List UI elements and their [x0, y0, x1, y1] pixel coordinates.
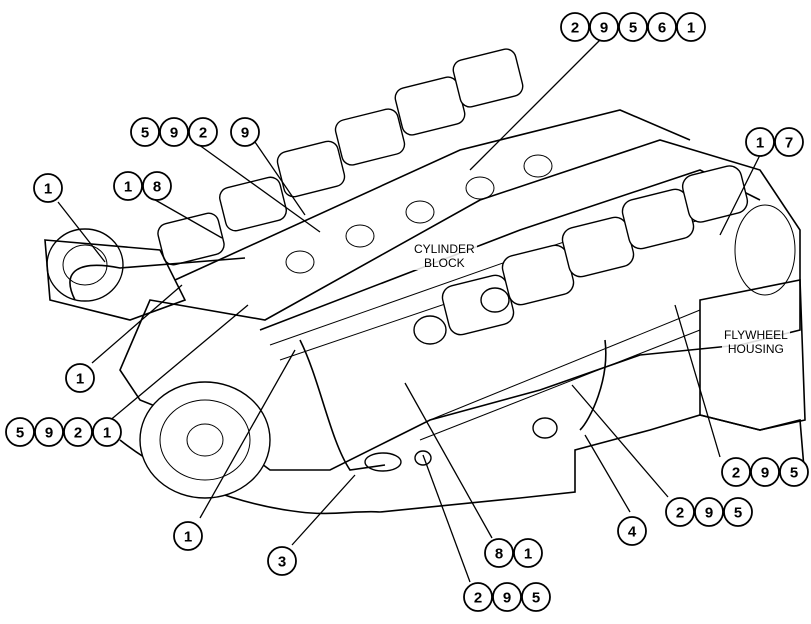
callout-digit: 8 [153, 179, 161, 196]
callout-circle [676, 12, 706, 42]
callout-digit: 8 [495, 546, 503, 563]
callout-digit: 9 [45, 425, 53, 442]
callout-circle [647, 12, 677, 42]
callout-circle [774, 127, 804, 157]
callout-4: 4 [617, 516, 647, 546]
callout-digit: 1 [524, 546, 532, 563]
callout-circle [513, 538, 543, 568]
callout-digit: 1 [184, 529, 192, 546]
callout-295-right: 2 9 5 [721, 457, 809, 487]
callout-digit: 5 [629, 20, 637, 37]
callout-circle [142, 171, 172, 201]
callout-circle [230, 117, 260, 147]
engine-silhouette [44, 48, 806, 515]
callout-circle [665, 497, 695, 527]
callout-circle [173, 521, 203, 551]
flywheel-housing-label: FLYWHEEL HOUSING [722, 328, 790, 356]
callout-circle [560, 12, 590, 42]
callout-digit: 5 [532, 590, 540, 607]
callout-circle [723, 497, 753, 527]
callout-9: 9 [230, 117, 260, 147]
callout-digit: 2 [199, 125, 207, 142]
callout-circle [34, 417, 64, 447]
callout-digit: 1 [103, 425, 111, 442]
callout-circle [779, 457, 809, 487]
callout-circle [618, 12, 648, 42]
callout-digit: 9 [170, 125, 178, 142]
callout-digit: 4 [628, 524, 637, 541]
callout-circle [33, 173, 63, 203]
callout-circle [113, 171, 143, 201]
callout-digit: 9 [503, 590, 511, 607]
callout-digit: 6 [658, 20, 666, 37]
callout-5921: 5 9 2 1 [5, 417, 122, 447]
callout-digit: 5 [734, 505, 742, 522]
callout-digit: 2 [474, 590, 482, 607]
cylinder-block-label-line1: CYLINDER [414, 242, 475, 256]
flywheel-housing-label-line1: FLYWHEEL [724, 328, 788, 342]
callout-circle [721, 457, 751, 487]
callout-295-bottom: 2 9 5 [463, 582, 551, 612]
callout-circle [92, 417, 122, 447]
callout-digit: 1 [756, 135, 764, 152]
callout-circle [745, 127, 775, 157]
callout-digit: 5 [790, 465, 798, 482]
callout-29561: 2 9 5 6 1 [560, 12, 706, 42]
callout-circle [130, 117, 160, 147]
callout-592-top: 5 9 2 [130, 117, 218, 147]
callout-circle [694, 497, 724, 527]
callout-circle [5, 417, 35, 447]
callout-circle [188, 117, 218, 147]
callout-digit: 7 [785, 135, 793, 152]
callout-digit: 9 [705, 505, 713, 522]
callout-digit: 2 [732, 465, 740, 482]
callout-digit: 3 [278, 554, 286, 571]
callout-digit: 2 [74, 425, 82, 442]
callout-1-topleft: 1 [33, 173, 63, 203]
callout-digit: 9 [241, 125, 249, 142]
callout-circle [589, 12, 619, 42]
callout-3: 3 [267, 546, 297, 576]
callout-digit: 9 [600, 20, 608, 37]
callout-digit: 2 [571, 20, 579, 37]
callout-circle [492, 582, 522, 612]
callout-digit: 1 [124, 179, 132, 196]
callout-circle [484, 538, 514, 568]
cylinder-block-label: CYLINDER BLOCK [412, 242, 477, 270]
callout-digit: 1 [44, 181, 52, 198]
callout-circle [63, 417, 93, 447]
callout-1-bottom: 1 [173, 521, 203, 551]
callout-digit: 2 [676, 505, 684, 522]
callout-1-left: 1 [65, 363, 95, 393]
callout-digit: 5 [141, 125, 149, 142]
leader-lines [57, 39, 761, 583]
callout-circle [750, 457, 780, 487]
callout-circle [159, 117, 189, 147]
callout-digit: 5 [16, 425, 24, 442]
callout-295-mid: 2 9 5 [665, 497, 753, 527]
callout-circle [65, 363, 95, 393]
callout-digit: 1 [76, 371, 84, 388]
cylinder-block-label-line2: BLOCK [424, 256, 465, 270]
flywheel-housing-label-line2: HOUSING [727, 342, 784, 356]
callout-circle [521, 582, 551, 612]
callout-digit: 9 [761, 465, 769, 482]
callout-circle [267, 546, 297, 576]
callout-circle [463, 582, 493, 612]
callout-circle [617, 516, 647, 546]
callout-digit: 1 [687, 20, 695, 37]
